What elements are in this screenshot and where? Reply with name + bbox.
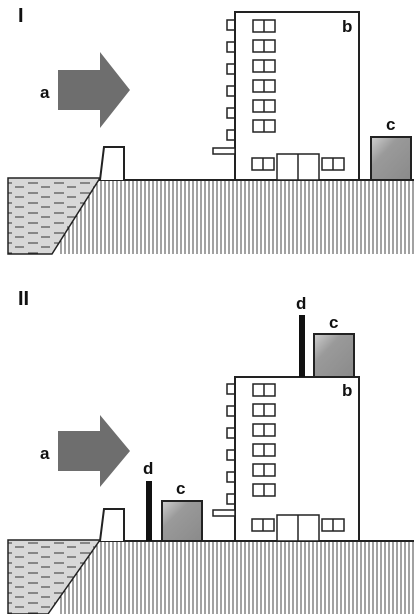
ground	[60, 180, 414, 254]
box-c-roof	[313, 333, 355, 378]
box-c-label: c	[386, 115, 395, 134]
arrow-label: a	[40, 444, 50, 463]
sea	[7, 539, 102, 614]
building: b	[212, 376, 360, 542]
wind-arrow	[58, 415, 130, 487]
building: b	[212, 11, 360, 181]
building-label: b	[342, 381, 352, 400]
bar-d-roof	[299, 315, 305, 377]
panel-1: I a	[7, 5, 414, 255]
box-c	[370, 136, 412, 181]
box-c-roof-label: c	[329, 313, 338, 332]
wind-arrow	[58, 52, 130, 128]
building-label: b	[342, 17, 352, 36]
arrow-label: a	[40, 83, 50, 102]
box-c	[161, 500, 203, 542]
bar-d-roof-label: d	[296, 294, 306, 313]
ground	[60, 541, 414, 614]
panel-1-label: I	[18, 5, 24, 27]
bar-d-label: d	[143, 459, 153, 478]
seawall	[99, 508, 125, 542]
box-c-label: c	[176, 479, 185, 498]
bar-d	[146, 481, 152, 541]
panel-2-label: II	[18, 288, 29, 310]
panel-2: II a d c	[7, 288, 414, 614]
seawall	[99, 146, 125, 181]
sea	[7, 177, 102, 255]
